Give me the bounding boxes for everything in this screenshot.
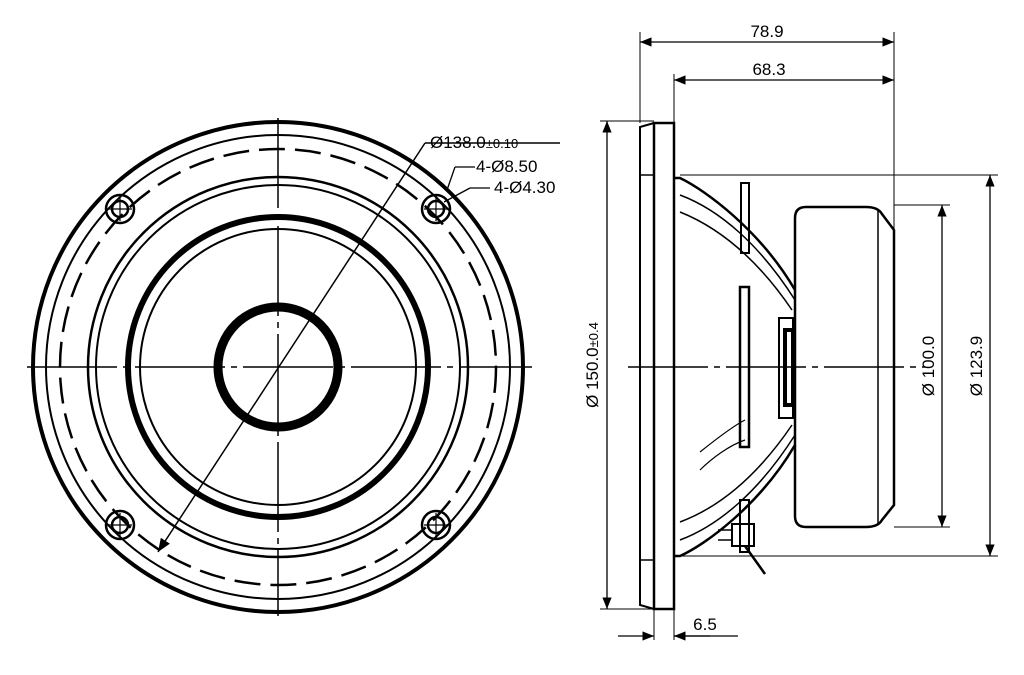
hole-large-leader: [446, 166, 456, 191]
mounting-hole-top-left: [104, 193, 136, 225]
basket-lower: [674, 444, 797, 558]
flange-plate: [652, 121, 676, 611]
flange-thickness-label: 6.5: [693, 615, 717, 634]
bolt-circle-label: Ø138.0±0.10: [430, 133, 518, 152]
overall-depth-label: 78.9: [750, 22, 783, 41]
mounting-hole-top-right: [420, 193, 452, 225]
hole-small-label: 4-Ø4.30: [494, 178, 555, 197]
flange-gasket: [639, 122, 655, 610]
spider-plate-lower: [739, 499, 750, 553]
mounting-hole-bottom-right: [420, 509, 452, 541]
side-view: 78.9 68.3 Ø 150.0±0.4 Ø 100.0 Ø 123.9 6.…: [583, 22, 998, 641]
basket-diameter-label: Ø 123.9: [967, 336, 986, 397]
hole-large-label: 4-Ø8.50: [476, 157, 537, 176]
flange-diameter-label: Ø 150.0±0.4: [583, 322, 602, 408]
bolt-circle-leader: [157, 142, 426, 553]
front-view: Ø138.0±0.10 4-Ø8.50 4-Ø4.30: [27, 118, 560, 616]
magnet-diameter-label: Ø 100.0: [919, 336, 938, 397]
terminal-connector: [718, 523, 767, 575]
magnet-assembly: [793, 205, 896, 529]
hole-small-leader: [443, 187, 471, 203]
spider-plate-upper: [740, 182, 750, 254]
frame-depth-label: 68.3: [752, 60, 785, 79]
mounting-hole-bottom-left: [104, 509, 136, 541]
basket-upper: [674, 176, 797, 291]
